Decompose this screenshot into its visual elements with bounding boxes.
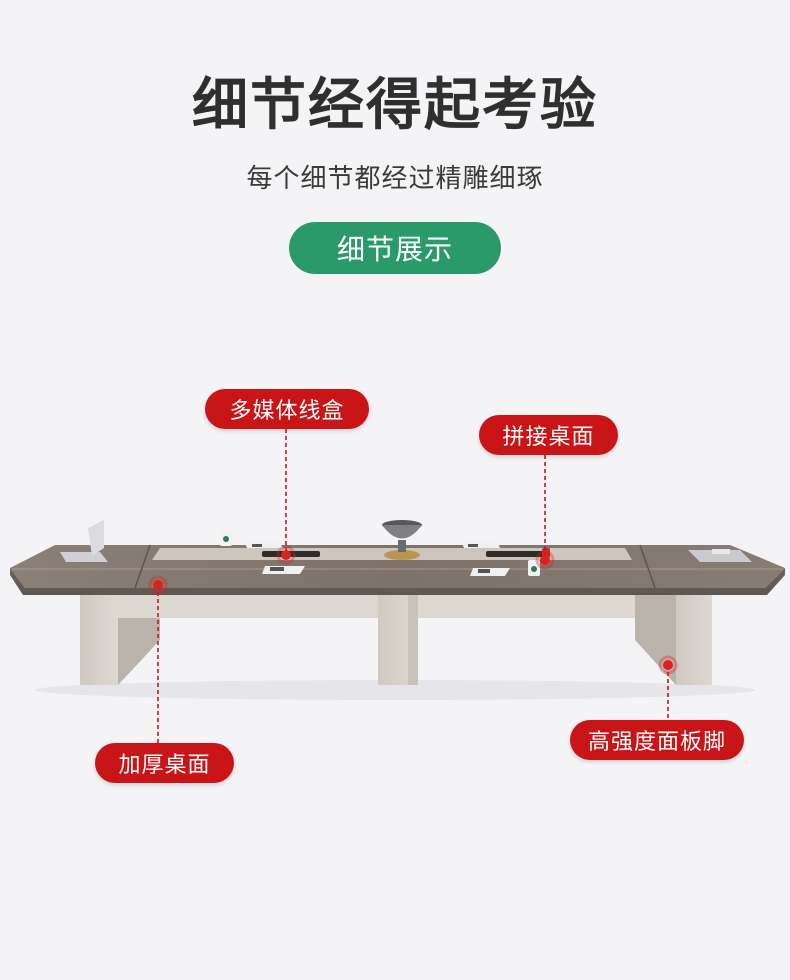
multimedia-box-1 <box>262 551 320 557</box>
splice-seam-2 <box>639 544 656 589</box>
page-title: 细节经得起考验 <box>192 73 598 138</box>
callout-connectors <box>157 429 669 743</box>
callout-panel-legs: 高强度面板脚 <box>570 720 744 760</box>
bowl-centerpiece <box>382 520 422 552</box>
table-legs <box>80 590 712 685</box>
leg-right <box>676 590 712 685</box>
splice-seam-1 <box>134 544 151 589</box>
page-subtitle: 每个细节都经过精雕细琢 <box>246 164 544 194</box>
callout-thick-top: 加厚桌面 <box>95 743 234 783</box>
paper-marks <box>252 544 490 573</box>
detail-badge: 细节展示 <box>289 222 501 274</box>
laptop-left <box>60 520 108 562</box>
table-top <box>10 520 785 595</box>
multimedia-box-2 <box>486 551 544 557</box>
cup-right <box>528 560 540 576</box>
center-grommet <box>384 550 420 560</box>
table-top-edge <box>10 568 785 595</box>
floor-shadow <box>35 680 755 700</box>
leg-center-side <box>408 590 418 685</box>
leg-left <box>80 590 118 685</box>
dot-multimedia <box>281 550 291 560</box>
callout-spliced-top: 拼接桌面 <box>479 415 618 455</box>
dot-splice <box>540 555 550 565</box>
callout-dot-halos <box>148 545 678 675</box>
callout-multimedia-box: 多媒体线盒 <box>205 389 369 429</box>
laptop-right <box>688 549 752 562</box>
dot-legs <box>663 660 673 670</box>
dot-thick <box>153 580 163 590</box>
callout-dots <box>153 550 673 670</box>
leg-right-inner <box>635 590 676 685</box>
cup-left <box>220 530 232 546</box>
